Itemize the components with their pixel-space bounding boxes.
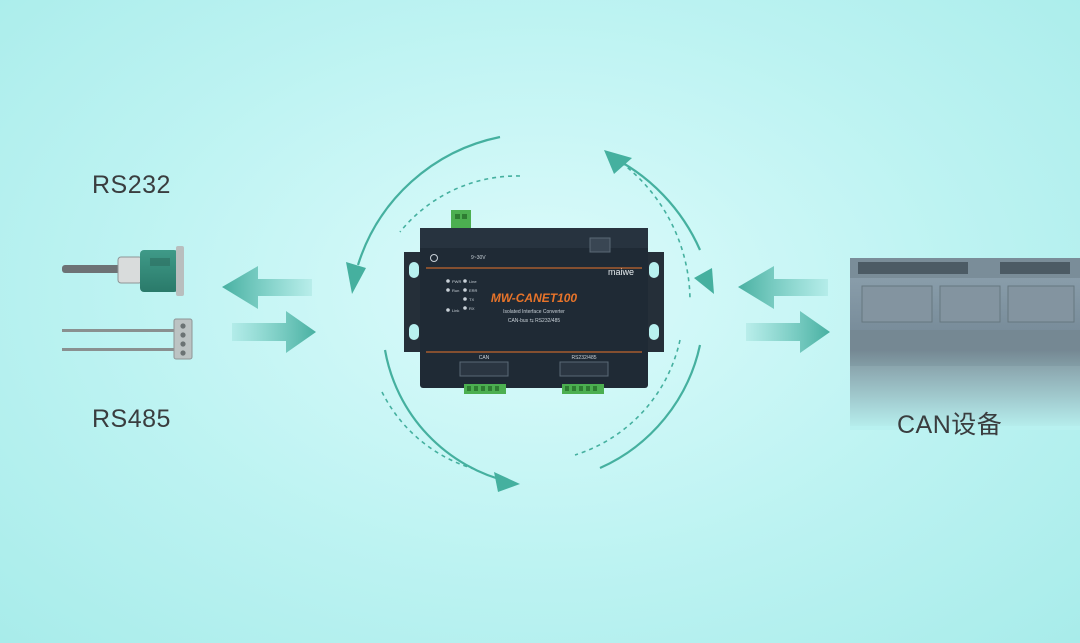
cycle-arrowheads-icon (346, 150, 714, 492)
port-serial-label: RS232/485 (571, 355, 596, 361)
arrow-left-icon-2 (738, 266, 828, 309)
arrow-right-icon (232, 311, 316, 353)
led-label: RX (469, 306, 475, 311)
led-label: Link (452, 308, 459, 313)
device-subtitle: Isolated Interface Converter (503, 309, 565, 315)
device-model: MW-CANET100 (491, 291, 578, 305)
rs232-connector-icon (62, 246, 184, 296)
can-device-label: CAN设备 (897, 411, 1003, 439)
led-label: Run (452, 288, 459, 293)
converter-device-image: 9~30V maiwe MW-CANET100 Isolated Interfa… (404, 210, 664, 394)
device-brand: maiwe (608, 267, 634, 277)
device-function: CAN-bus ⇆ RS232/485 (508, 318, 560, 324)
device-power-label: 9~30V (471, 255, 486, 261)
rs232-label: RS232 (92, 171, 171, 199)
arrow-right-icon-2 (746, 311, 830, 353)
rs485-terminal-icon (62, 318, 193, 360)
led-label: PWR (452, 279, 461, 284)
led-label: ERR (469, 288, 478, 293)
led-label: Line (469, 279, 477, 284)
led-label: TX (469, 297, 474, 302)
cycle-arrows-icon (356, 135, 702, 484)
rs485-label: RS485 (92, 405, 171, 433)
port-can-label: CAN (479, 355, 490, 361)
can-plc-device-image (850, 258, 1080, 430)
arrow-left-icon (222, 266, 312, 309)
